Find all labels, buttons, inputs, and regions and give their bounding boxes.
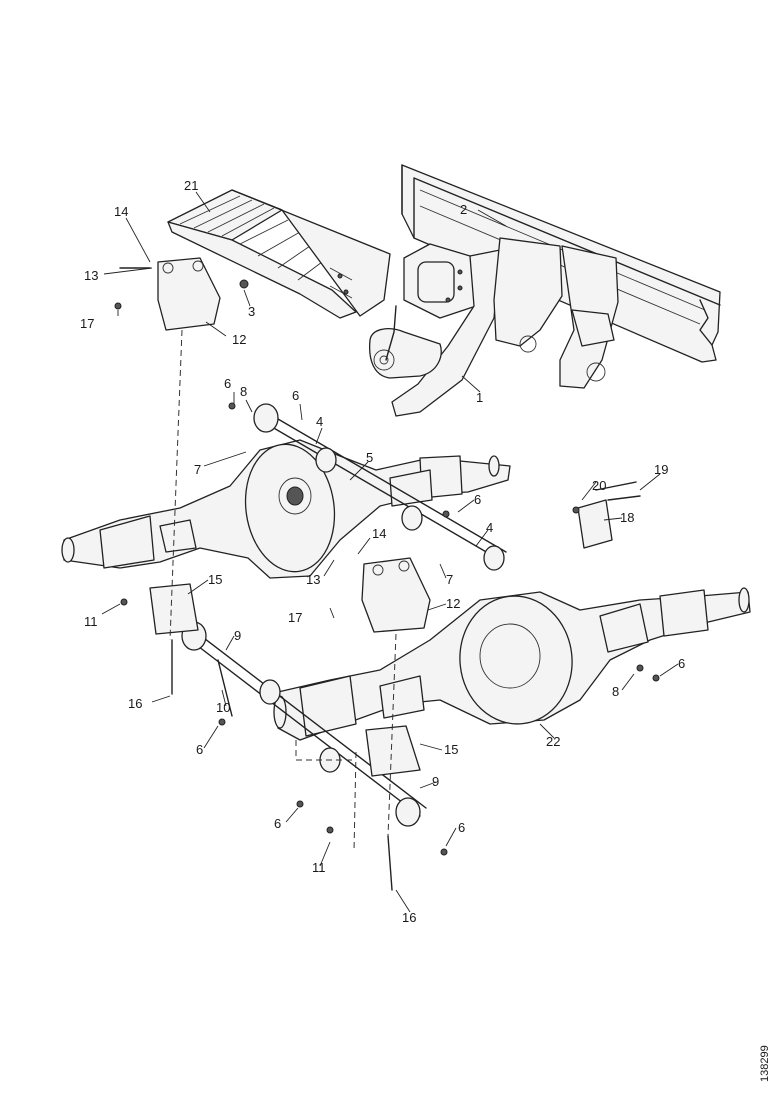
callout-10: 10: [216, 700, 230, 715]
leader-lines: [101, 191, 679, 913]
callout-16: 16: [402, 910, 416, 925]
callout-17: 17: [288, 610, 302, 625]
hanger-bracket: [368, 237, 619, 417]
callout-7: 7: [446, 572, 453, 587]
callout-13: 13: [84, 268, 98, 283]
callout-7: 7: [194, 462, 201, 477]
callout-11: 11: [312, 860, 326, 875]
callout-12: 12: [446, 596, 460, 611]
callout-14: 14: [372, 526, 386, 541]
reaction-rods: [181, 403, 507, 827]
callout-4: 4: [316, 414, 323, 429]
callout-21: 21: [184, 178, 198, 193]
callout-11: 11: [84, 614, 98, 629]
callout-14: 14: [114, 204, 128, 219]
callout-18: 18: [620, 510, 634, 525]
callout-13: 13: [306, 572, 320, 587]
callout-4: 4: [486, 520, 493, 535]
callout-6: 6: [224, 376, 231, 391]
fasteners: [114, 267, 660, 891]
callout-5: 5: [366, 450, 373, 465]
callout-3: 3: [248, 304, 255, 319]
callout-9: 9: [432, 774, 439, 789]
step-board: [167, 189, 391, 319]
callout-8: 8: [240, 384, 247, 399]
brackets: [149, 257, 613, 777]
callout-6: 6: [292, 388, 299, 403]
callout-20: 20: [592, 478, 606, 493]
alignment-lines: [169, 329, 397, 853]
callout-6: 6: [458, 820, 465, 835]
callout-1: 1: [476, 390, 483, 405]
front-axle-housing: [61, 439, 511, 579]
callout-15: 15: [208, 572, 222, 587]
callout-12: 12: [232, 332, 246, 347]
callout-8: 8: [612, 684, 619, 699]
rear-axle-housing: [273, 587, 751, 741]
callout-2: 2: [460, 202, 467, 217]
callout-6: 6: [196, 742, 203, 757]
callout-15: 15: [444, 742, 458, 757]
callout-9: 9: [234, 628, 241, 643]
callout-22: 22: [546, 734, 560, 749]
callout-16: 16: [128, 696, 142, 711]
callout-6: 6: [678, 656, 685, 671]
callout-17: 17: [80, 316, 94, 331]
callout-6: 6: [274, 816, 281, 831]
callout-6: 6: [474, 492, 481, 507]
callout-19: 19: [654, 462, 668, 477]
callout-labels: 21 14 13 17 3 12 2 1 6 8 6 4 7 5 6 4 20 …: [80, 178, 685, 925]
reference-number: 138299: [759, 1045, 771, 1082]
